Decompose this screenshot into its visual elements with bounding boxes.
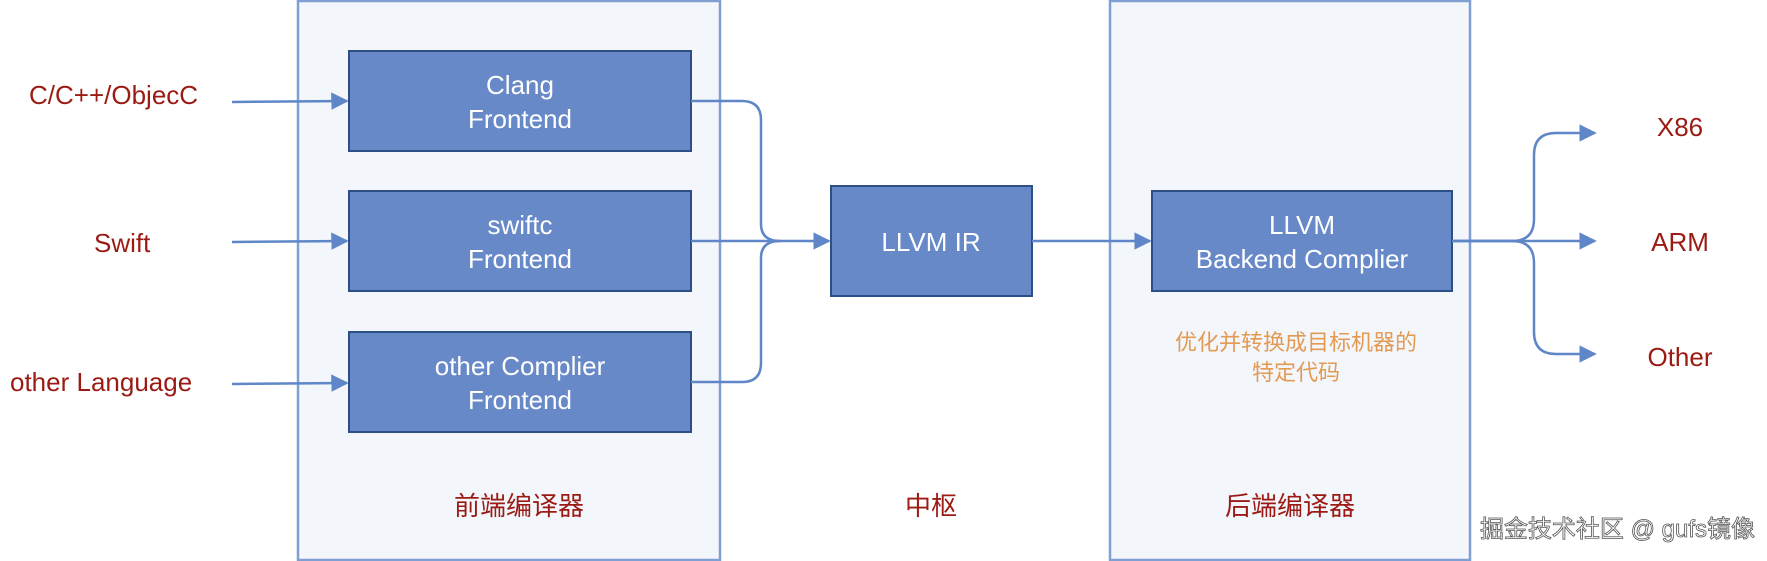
connector-clang-to-ir	[691, 99, 781, 243]
swiftc-frontend-line2: Frontend	[468, 244, 572, 274]
output-x86: X86	[1657, 112, 1703, 142]
clang-frontend-box: Clang Frontend	[348, 50, 692, 152]
arrow-cpp-to-clang	[231, 92, 349, 110]
input-language-swift: Swift	[94, 228, 151, 258]
input-language-cpp: C/C++/ObjecC	[29, 80, 198, 110]
frontend-section-label: 前端编译器	[454, 491, 584, 521]
arrow-swift-to-swiftc	[231, 232, 349, 250]
swiftc-frontend-line1: swiftc	[488, 210, 553, 240]
clang-frontend-line1: Clang	[486, 70, 554, 100]
input-language-other: other Language	[10, 367, 192, 397]
middle-section-label: 中枢	[905, 491, 957, 521]
arrow-backend-to-x86	[1452, 124, 1597, 243]
backend-note-line2: 特定代码	[1252, 360, 1340, 385]
llvm-backend-line1: LLVM	[1269, 210, 1335, 240]
llvm-backend-line2: Backend Complier	[1196, 244, 1409, 274]
connector-other-to-ir	[691, 239, 781, 384]
other-frontend-line1: other Complier	[435, 351, 606, 381]
other-frontend-line2: Frontend	[468, 385, 572, 415]
output-arm: ARM	[1651, 227, 1709, 257]
arrow-backend-to-other	[1452, 239, 1597, 363]
clang-frontend-line2: Frontend	[468, 104, 572, 134]
swiftc-frontend-box: swiftc Frontend	[348, 190, 692, 292]
output-other: Other	[1647, 342, 1712, 372]
llvm-backend-box: LLVM Backend Complier	[1151, 190, 1453, 292]
llvm-ir-label: LLVM IR	[881, 227, 980, 257]
other-frontend-box: other Complier Frontend	[348, 331, 692, 433]
arrow-other-to-other-frontend	[231, 374, 349, 392]
watermark-text: 掘金技术社区 @ gufs镜像	[1480, 516, 1755, 543]
llvm-ir-box: LLVM IR	[830, 185, 1033, 297]
backend-section-label: 后端编译器	[1225, 491, 1355, 521]
backend-note-line1: 优化并转换成目标机器的	[1175, 330, 1417, 355]
